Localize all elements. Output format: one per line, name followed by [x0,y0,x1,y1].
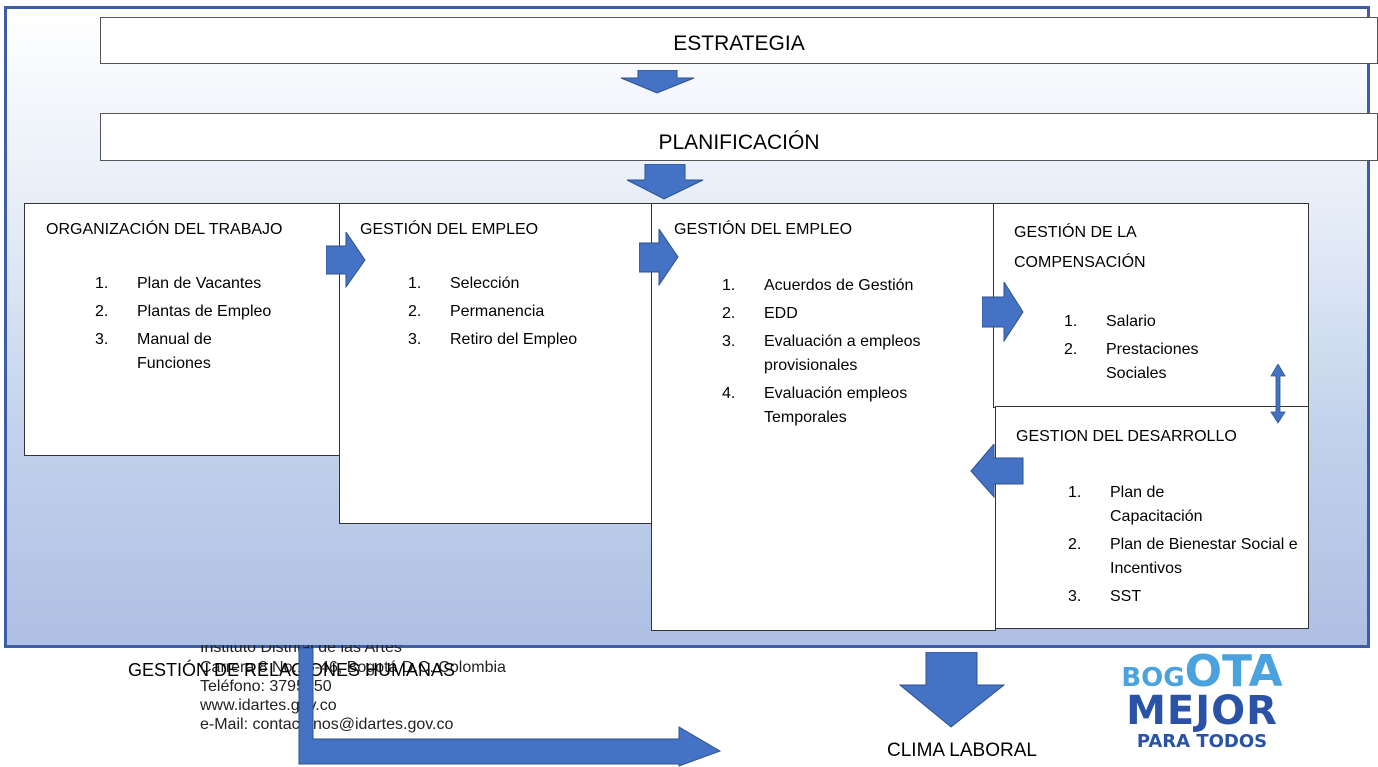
logo-bog: BOG [1121,663,1185,693]
organizacion-list: 1.Plan de Vacantes 2.Plantas de Empleo 3… [95,272,335,376]
clima-laboral-label: CLIMA LABORAL [887,740,1037,761]
planificacion-label: PLANIFICACIÓN [658,131,820,154]
planificacion-band: PLANIFICACIÓN [100,113,1378,161]
estrategia-label: ESTRATEGIA [673,32,805,55]
estrategia-band: ESTRATEGIA [100,17,1378,64]
empleo1-box: GESTIÓN DEL EMPLEO 1.Selección 2.Permane… [339,203,654,524]
list-item: 2.Plan de Bienestar Social e Incentivos [1068,536,1298,577]
empleo1-list: 1.Selección 2.Permanencia 3.Retiro del E… [408,272,648,352]
left-arrow [970,444,1024,498]
compensacion-list: 1.Salario 2.Prestaciones Sociales [1064,310,1274,386]
organizacion-title: ORGANIZACIÓN DEL TRABAJO [46,221,283,238]
empleo1-title: GESTIÓN DEL EMPLEO [360,221,539,238]
empleo2-title: GESTIÓN DEL EMPLEO [674,221,853,238]
logo-para-todos: PARA TODOS [1136,731,1268,752]
list-item: 1.Salario [1064,313,1156,330]
logo-mejor: MEJOR [1126,688,1278,734]
compensacion-box: GESTIÓN DE LA COMPENSACIÓN 1.Salario 2.P… [993,203,1309,408]
list-item: 2.Plantas de Empleo [95,303,272,320]
organizacion-box: ORGANIZACIÓN DEL TRABAJO 1.Plan de Vacan… [24,203,342,456]
list-item: 2.Permanencia [408,303,545,320]
down-arrow-planificacion [626,164,704,200]
list-item: 2.Prestaciones Sociales [1064,341,1199,382]
right-arrow-3 [982,282,1024,342]
list-item: 4.Evaluación empleos Temporales [722,385,908,426]
footer-line-2: Carrera 8 No.15-46, Bogotá D.C. Colombia [200,659,506,676]
list-item: 3.Evaluación a empleos provisionales [722,333,921,374]
logo-ota: OTA [1184,646,1283,697]
bogota-mejor-logo: BOGOTA MEJOR PARA TODOS [1112,650,1292,752]
list-item: 1.Plan de Capacitación [1068,484,1203,525]
down-arrow-clima [899,652,1005,728]
list-item: 1.Selección [408,275,520,292]
list-item: 3.SST [1068,588,1142,605]
list-item: 3.Retiro del Empleo [408,331,578,348]
empleo2-box: GESTIÓN DEL EMPLEO 1.Acuerdos de Gestión… [651,203,996,631]
empleo2-list: 1.Acuerdos de Gestión 2.EDD 3.Evaluación… [722,274,992,430]
down-arrow-estrategia [620,70,695,94]
double-vertical-arrow [1270,364,1286,424]
list-item: 3.Manual de Funciones [95,331,212,372]
desarrollo-box: GESTION DEL DESARROLLO 1.Plan de Capacit… [995,406,1309,629]
footer-line-5: e-Mail: contactenos@idartes.gov.co [200,716,454,733]
list-item: 1.Plan de Vacantes [95,275,262,292]
elbow-arrow [298,648,722,767]
list-item: 2.EDD [722,305,798,322]
compensacion-title: GESTIÓN DE LA COMPENSACIÓN [1014,224,1146,271]
desarrollo-title: GESTION DEL DESARROLLO [1016,428,1237,445]
list-item: 1.Acuerdos de Gestión [722,277,914,294]
right-arrow-2 [639,229,679,286]
desarrollo-list: 1.Plan de Capacitación 2.Plan de Bienest… [1068,481,1298,609]
right-arrow-1 [326,232,366,288]
relaciones-humanas-label: GESTIÓN DE RELACIONES HUMANAS [128,660,456,680]
